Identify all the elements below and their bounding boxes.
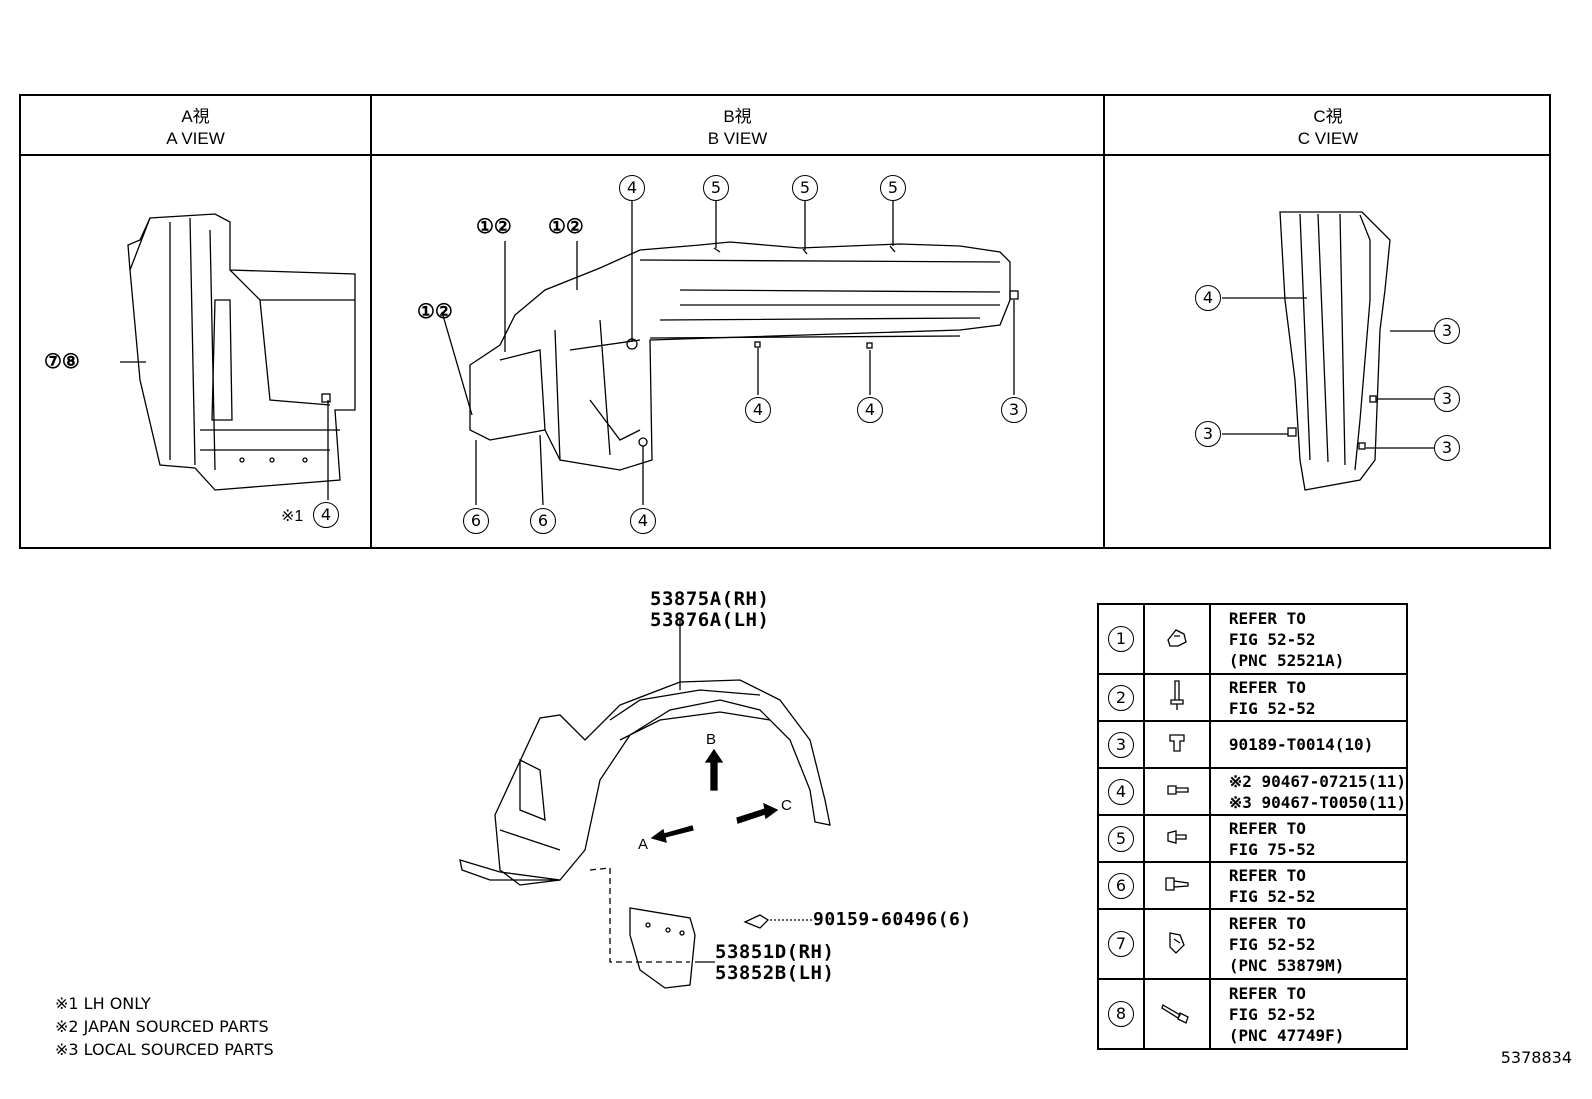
mudguard-part-rh: 53851D(RH): [715, 941, 835, 963]
callout-1-2-b3: ①②: [417, 299, 453, 323]
callout-4-c: 4: [1195, 285, 1221, 311]
legend-text: ※2 90467-07215(11) ※3 90467-T0050(11): [1208, 767, 1409, 816]
liner-part-lh: 53876A(LH): [650, 609, 770, 631]
footnotes: ※1 LH ONLY ※2 JAPAN SOURCED PARTS ※3 LOC…: [55, 992, 274, 1061]
clip-icon: [1167, 628, 1187, 647]
callout-5-b1: 5: [703, 175, 729, 201]
legend-row: 2 REFER TO FIG 52-52: [1097, 673, 1409, 722]
legend-row: 4 ※2 90467-07215(11) ※3 90467-T0050(11): [1097, 767, 1409, 816]
screw-icon: [1170, 680, 1184, 710]
callout-3-c4: 3: [1434, 435, 1460, 461]
legend-num: 4: [1107, 778, 1134, 805]
divider-b-c: [1103, 96, 1105, 547]
view-a-jp: A視: [181, 107, 210, 126]
legend-row: 3 90189-T0014(10): [1097, 720, 1409, 769]
note-1: ※1 LH ONLY: [55, 994, 151, 1013]
legend-num: 5: [1107, 825, 1134, 852]
callout-4-b2: 4: [857, 397, 883, 423]
mudguard-part-lh: 53852B(LH): [715, 962, 835, 984]
view-a-en: A VIEW: [166, 129, 225, 148]
callout-6-b1: 6: [463, 508, 489, 534]
legend-row: 5 REFER TO FIG 75-52: [1097, 814, 1409, 863]
legend-text: REFER TO FIG 52-52 (PNC 52521A): [1208, 603, 1409, 675]
legend-text: REFER TO FIG 52-52 (PNC 53879M): [1208, 908, 1409, 980]
view-c-jp: C視: [1313, 107, 1343, 126]
view-c-header: C視 C VIEW: [1105, 96, 1551, 154]
legend-text: REFER TO FIG 52-52: [1208, 861, 1409, 910]
clip-icon: [1167, 830, 1187, 844]
view-b-header: B視 B VIEW: [372, 96, 1103, 154]
callout-6-b2: 6: [530, 508, 556, 534]
callout-4-a: 4: [313, 502, 339, 528]
screw-icon: [1167, 785, 1189, 795]
legend-row: 7 REFER TO FIG 52-52 (PNC 53879M): [1097, 908, 1409, 980]
clip-icon: [1165, 877, 1189, 891]
callout-7-8: ⑦⑧: [44, 349, 80, 373]
callout-1-2-b2: ①②: [548, 214, 584, 238]
callout-1-2-b1: ①②: [476, 214, 512, 238]
legend-num: 6: [1107, 872, 1134, 899]
callout-3-c3: 3: [1195, 421, 1221, 447]
fender-liner-drawing: [459, 620, 831, 989]
arrow-a-label: A: [638, 836, 649, 853]
figure-id: 5378834: [1500, 1048, 1572, 1067]
arrow-c-label: C: [781, 797, 792, 814]
arrow-b-label: B: [706, 731, 717, 748]
legend-text: REFER TO FIG 75-52: [1208, 814, 1409, 863]
view-b-drawing: [441, 200, 1019, 506]
callout-3-c1: 3: [1434, 318, 1460, 344]
views-panel: A視 A VIEW B視 B VIEW C視 C VIEW: [19, 94, 1551, 549]
legend-num: 8: [1107, 1001, 1134, 1027]
view-b-jp: B視: [723, 107, 752, 126]
view-b-en: B VIEW: [707, 129, 768, 148]
clip-icon: [1169, 931, 1185, 954]
legend-num: 2: [1107, 684, 1134, 711]
screw-part-number: 90159-60496(6): [813, 909, 972, 930]
screw-icon: [1161, 1003, 1189, 1024]
legend-row: 8 REFER TO FIG 52-52 (PNC 47749F): [1097, 978, 1409, 1050]
legend-text: REFER TO FIG 52-52 (PNC 47749F): [1208, 978, 1409, 1050]
divider-a-b: [370, 96, 372, 547]
legend-num: 7: [1107, 931, 1134, 957]
callout-note-1: ※1: [281, 508, 304, 525]
callout-4-b3: 4: [630, 508, 656, 534]
note-2: ※2 JAPAN SOURCED PARTS: [55, 1017, 269, 1036]
legend-row: 6 REFER TO FIG 52-52: [1097, 861, 1409, 910]
fastener-legend: 1 REFER TO FIG 52-52 (PNC 52521A) 2 REFE…: [1097, 603, 1409, 1050]
callout-3-b: 3: [1001, 397, 1027, 423]
legend-text: REFER TO FIG 52-52: [1208, 673, 1409, 722]
view-c-en: C VIEW: [1297, 129, 1359, 148]
note-3: ※3 LOCAL SOURCED PARTS: [55, 1040, 274, 1059]
legend-num: 3: [1107, 731, 1134, 758]
legend-num: 1: [1107, 626, 1134, 652]
liner-part-rh: 53875A(RH): [650, 588, 770, 610]
callout-4-b-top: 4: [619, 175, 645, 201]
view-c-drawing: [1222, 211, 1435, 491]
callout-5-b2: 5: [792, 175, 818, 201]
clip-icon: [1169, 734, 1185, 752]
callout-4-b1: 4: [745, 397, 771, 423]
legend-text: 90189-T0014(10): [1208, 720, 1409, 769]
view-a-header: A視 A VIEW: [21, 96, 370, 154]
callout-5-b3: 5: [880, 175, 906, 201]
callout-3-c2: 3: [1434, 386, 1460, 412]
legend-row: 1 REFER TO FIG 52-52 (PNC 52521A): [1097, 603, 1409, 675]
header-divider: [21, 154, 1549, 156]
view-a-drawing: [120, 213, 356, 500]
